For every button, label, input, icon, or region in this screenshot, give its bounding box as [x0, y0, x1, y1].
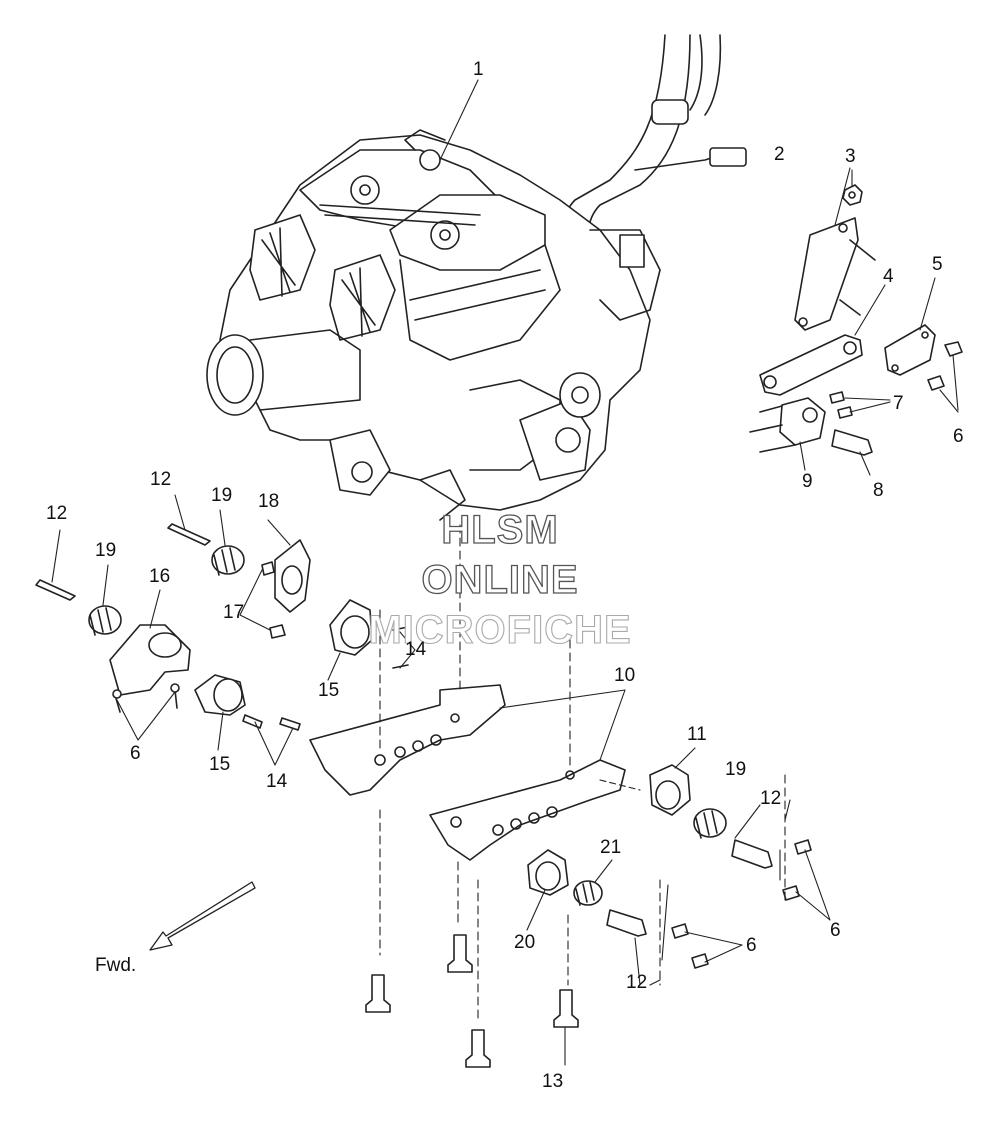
callout-2: 2 [774, 144, 785, 165]
callout-4: 4 [883, 266, 894, 287]
engine-assembly [206, 34, 747, 521]
callout-13: 13 [542, 1071, 564, 1092]
callout-19-left: 19 [95, 540, 117, 561]
callout-20: 20 [514, 932, 536, 953]
callout-10: 10 [614, 665, 636, 686]
forward-label: Fwd. [95, 955, 137, 976]
callout-14-upper: 14 [405, 639, 427, 660]
callout-6-left: 6 [130, 743, 141, 764]
right-lower-group [365, 764, 812, 1068]
watermark-line-3: MICROFICHE [368, 607, 632, 652]
callout-12-left: 12 [46, 503, 68, 524]
callout-21: 21 [600, 837, 622, 858]
upper-right-mount-group [749, 184, 963, 456]
callout-1: 1 [473, 59, 484, 80]
callout-7: 7 [893, 393, 904, 414]
callout-19-upper: 19 [211, 485, 233, 506]
callout-12-lower: 12 [626, 972, 648, 993]
leader-lines [51, 79, 959, 1066]
callout-15-lower: 15 [209, 754, 231, 775]
callout-18: 18 [258, 491, 280, 512]
callout-14-lower: 14 [266, 771, 288, 792]
callout-6-right: 6 [830, 920, 841, 941]
callout-19-right: 19 [725, 759, 747, 780]
forward-arrow [149, 881, 256, 951]
callout-5: 5 [932, 254, 943, 275]
watermark-line-1: HLSM [441, 507, 559, 552]
callout-17: 17 [223, 602, 245, 623]
callout-6: 6 [953, 426, 964, 447]
callout-6-lower: 6 [746, 935, 757, 956]
callout-12-upper: 12 [150, 469, 172, 490]
callout-16: 16 [149, 566, 171, 587]
callout-15-upper: 15 [318, 680, 340, 701]
callout-3: 3 [845, 146, 856, 167]
mounting-rails [309, 684, 626, 861]
watermark-line-2: ONLINE [421, 557, 579, 602]
callout-8: 8 [873, 480, 884, 501]
left-mount-group [35, 523, 409, 731]
callout-12-right: 12 [760, 788, 782, 809]
callout-9: 9 [802, 471, 813, 492]
callout-11: 11 [687, 724, 707, 745]
